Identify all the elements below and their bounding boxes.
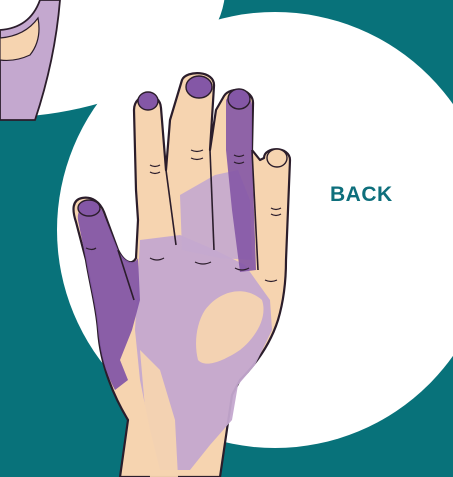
nail-middle xyxy=(228,89,250,109)
nail-thumb xyxy=(78,200,100,216)
nail-ring xyxy=(186,76,212,98)
view-label: BACK xyxy=(330,183,393,207)
nail-little xyxy=(138,92,158,110)
nail-index xyxy=(267,149,287,167)
